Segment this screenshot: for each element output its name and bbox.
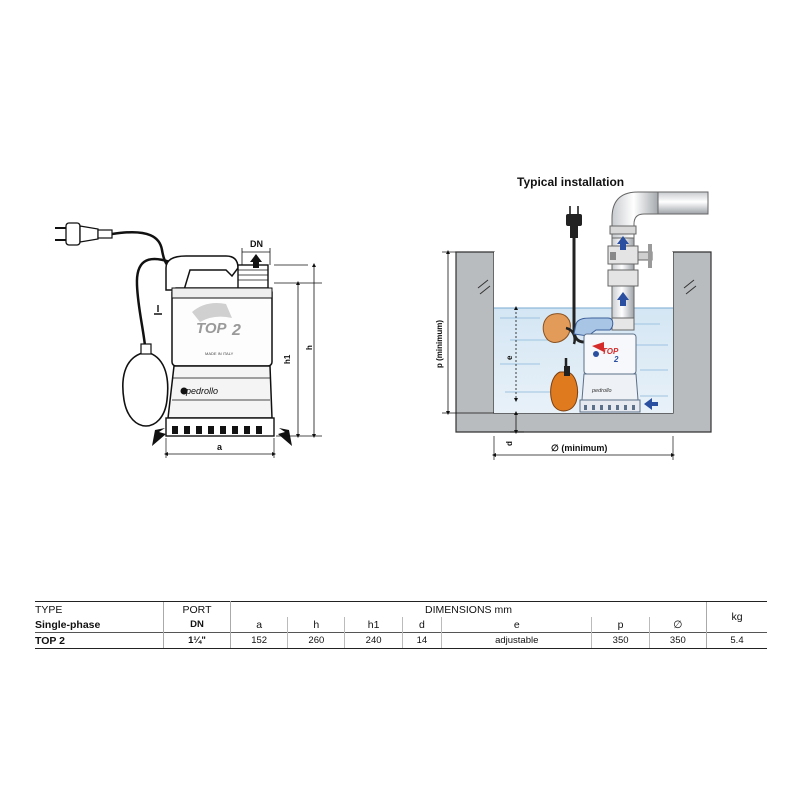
table-header-row: TYPE PORT DIMENSIONS mm kg <box>35 601 767 633</box>
top2-logo: TOP 2 MADE IN ITALY <box>192 303 241 356</box>
e-label: e <box>505 355 514 360</box>
value-side: 350 <box>648 632 707 649</box>
col-header-a: a <box>256 618 263 631</box>
discharge-pipe <box>607 191 709 331</box>
flow-arrow-icon <box>617 292 629 306</box>
plug-icon <box>55 222 113 246</box>
value-h: 260 <box>287 632 345 649</box>
p-label: p (minimum) <box>435 320 444 368</box>
svg-text:2: 2 <box>613 355 619 364</box>
value-e: adjustable <box>441 632 592 649</box>
wall-break-marks <box>477 279 697 295</box>
value-p: 350 <box>591 632 650 649</box>
port-cell: 1¼" <box>163 632 231 649</box>
svg-text:pedrollo: pedrollo <box>591 388 612 394</box>
table-row: TOP 2 1¼" 152 260 240 14 adjustable 350 … <box>35 632 767 649</box>
inflow-arrow-icon <box>644 398 658 410</box>
install-plug-icon <box>566 206 582 238</box>
installed-pump: TOP 2 pedrollo <box>573 317 658 413</box>
value-d: 14 <box>401 632 442 649</box>
h-label: h <box>305 345 314 350</box>
kg-header: kg <box>706 601 767 633</box>
flow-arrow-icon <box>617 236 629 250</box>
float-low <box>550 358 579 412</box>
d-label: d <box>505 441 514 446</box>
col-header-h: h <box>287 617 345 633</box>
intake-slots <box>172 426 262 434</box>
svg-text:2: 2 <box>231 322 241 339</box>
model-cell: TOP 2 <box>35 632 164 649</box>
port-header: PORT <box>163 601 231 617</box>
col-header-h1: h1 <box>344 617 403 633</box>
phase-header: Single-phase <box>35 618 101 631</box>
svg-text:TOP: TOP <box>196 320 228 337</box>
value-kg: 5.4 <box>706 632 767 649</box>
install-power-cable <box>572 238 585 344</box>
col-header-side: ∅ <box>648 617 707 633</box>
value-a: 152 <box>230 632 288 649</box>
install-title: Typical installation <box>517 175 624 189</box>
a-label: a <box>217 442 223 452</box>
float-switch <box>122 343 169 427</box>
outflow-arrow-icon <box>250 254 262 268</box>
svg-text:MADE IN ITALY: MADE IN ITALY <box>205 351 234 356</box>
brand-logo: pedrollo <box>185 386 218 396</box>
float-high <box>542 313 576 345</box>
installation-diagram: Typical installation <box>435 175 712 460</box>
intake-arrow-left-icon <box>152 428 166 446</box>
value-h1: 240 <box>344 632 403 649</box>
dimensions-header: DIMENSIONS mm <box>230 601 707 617</box>
outlet-nozzle <box>237 264 269 292</box>
h1-label: h1 <box>283 354 292 364</box>
pump-drawing: TOP 2 MADE IN ITALY pedrollo DN h <box>55 222 322 458</box>
dn-header: DN <box>163 617 231 633</box>
float-cable <box>135 257 171 356</box>
svg-text:TOP: TOP <box>602 347 619 356</box>
technical-drawing: TOP 2 MADE IN ITALY pedrollo DN h <box>55 175 712 460</box>
intake-arrow-right-icon <box>278 428 292 446</box>
dn-label: DN <box>250 239 263 249</box>
dimensions-table: TYPE PORT DIMENSIONS mm kg Single-phase … <box>35 601 767 649</box>
col-header-p: p <box>591 617 650 633</box>
side-label: ∅ (minimum) <box>551 443 607 453</box>
table-subheader-row: Single-phase DN a h h1 d e p ∅ <box>35 617 767 633</box>
type-header: TYPE <box>35 601 164 617</box>
pump-handle <box>165 255 239 291</box>
col-header-d: d <box>401 617 442 633</box>
col-header-e: e <box>441 617 592 633</box>
